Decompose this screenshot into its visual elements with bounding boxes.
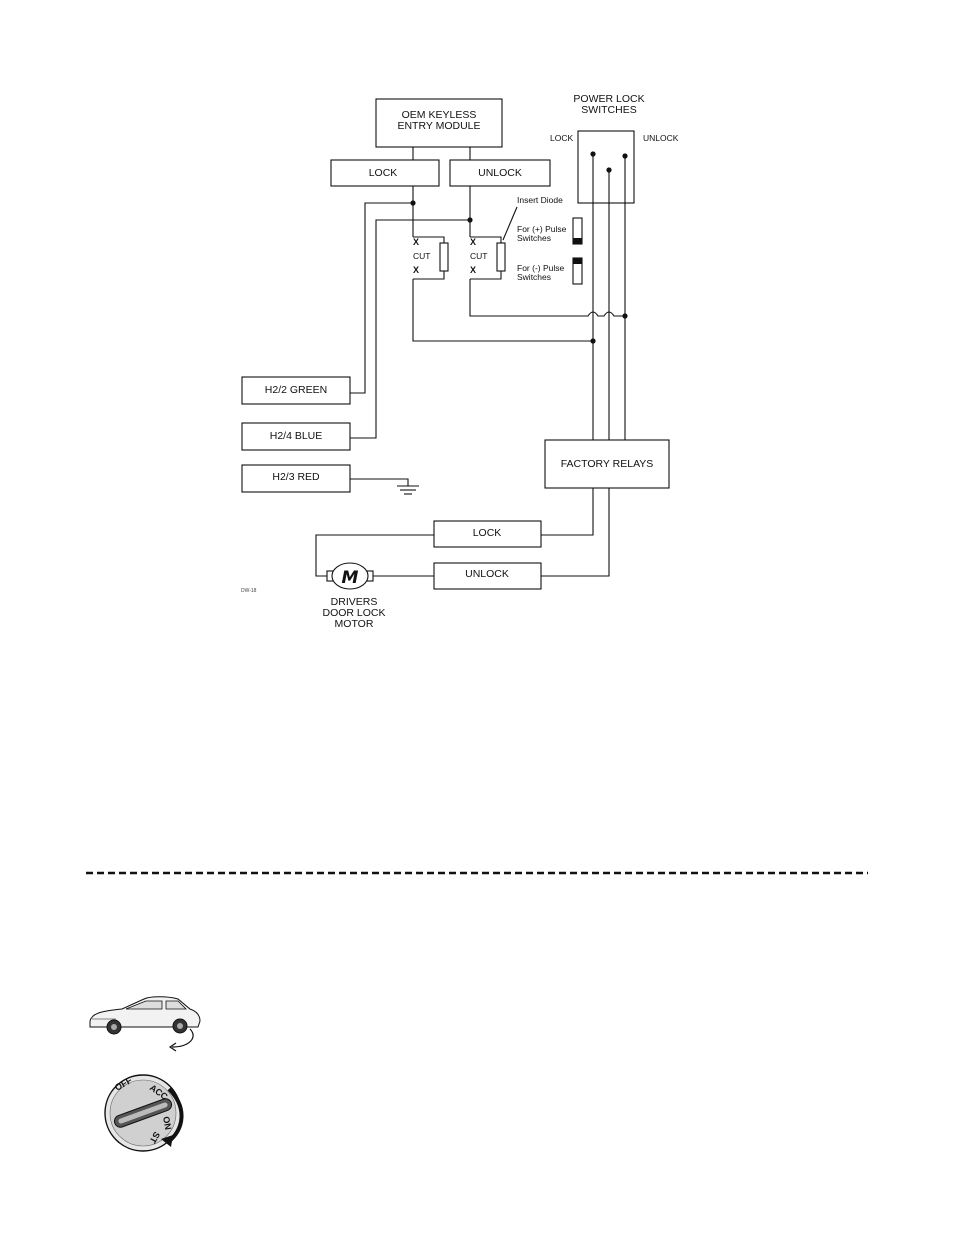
factory-relays-label: FACTORY RELAYS bbox=[561, 458, 654, 470]
motor-lock-box: LOCK bbox=[434, 521, 541, 547]
h2-4-label: H2/4 BLUE bbox=[270, 430, 323, 442]
figure-code: DW-18 bbox=[241, 588, 257, 594]
switch-unlock-label: UNLOCK bbox=[643, 133, 679, 143]
motor-unlock-label: UNLOCK bbox=[465, 568, 509, 580]
neg-pulse-diode-icon bbox=[573, 258, 582, 284]
unlock-diode-icon bbox=[497, 243, 505, 271]
h2-3-label: H2/3 RED bbox=[272, 471, 320, 483]
module-lock-label: LOCK bbox=[369, 167, 398, 179]
insert-diode-label: Insert Diode bbox=[517, 195, 563, 205]
motor-lock-label: LOCK bbox=[473, 527, 502, 539]
lock-cut-x-top: X bbox=[413, 237, 419, 247]
factory-relays-box: FACTORY RELAYS bbox=[545, 440, 669, 488]
motor-symbol: M bbox=[342, 568, 359, 588]
pos-pulse-diode-icon bbox=[573, 218, 582, 244]
h2-2-label: H2/2 GREEN bbox=[265, 384, 327, 396]
lock-cut-label: CUT bbox=[413, 251, 430, 261]
unlock-cut-x-top: X bbox=[470, 237, 476, 247]
unlock-cut-label: CUT bbox=[470, 251, 487, 261]
module-lock-box: LOCK bbox=[331, 160, 439, 186]
ground-icon bbox=[397, 486, 419, 494]
lock-cut-x-bottom: X bbox=[413, 265, 419, 275]
ignition-switch-icon: OFF ACC ON ST bbox=[105, 1075, 182, 1151]
h2-4-blue-box: H2/4 BLUE bbox=[242, 423, 350, 450]
car-icon bbox=[90, 997, 200, 1051]
h2-3-red-box: H2/3 RED bbox=[242, 465, 350, 492]
module-unlock-label: UNLOCK bbox=[478, 167, 522, 179]
module-unlock-box: UNLOCK bbox=[450, 160, 550, 186]
switch-lock-label: LOCK bbox=[550, 133, 573, 143]
h2-2-green-box: H2/2 GREEN bbox=[242, 377, 350, 404]
motor-unlock-box: UNLOCK bbox=[434, 563, 541, 589]
motor-icon: M bbox=[327, 563, 373, 589]
lock-diode-icon bbox=[440, 243, 448, 271]
unlock-cut-x-bottom: X bbox=[470, 265, 476, 275]
